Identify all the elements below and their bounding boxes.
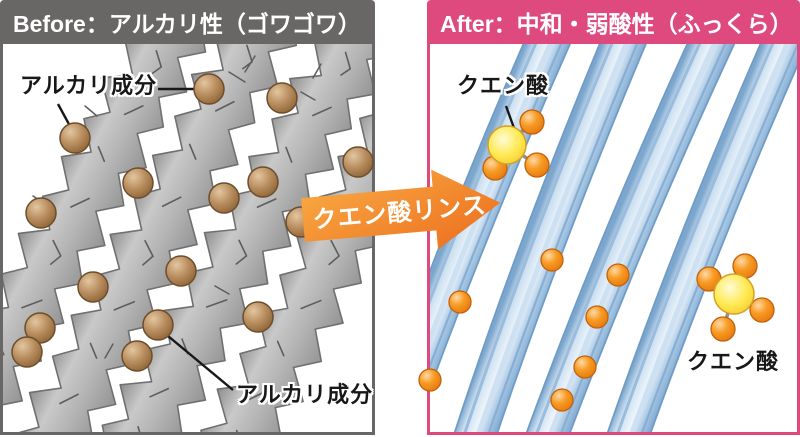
alkali-label-bottom: アルカリ成分 bbox=[236, 382, 374, 407]
rough-hair-illustration bbox=[3, 44, 372, 432]
before-header-label: Before：アルカリ性（ゴワゴワ） bbox=[13, 11, 361, 37]
after-panel-body bbox=[427, 44, 800, 435]
alkali-label-top: アルカリ成分 bbox=[20, 73, 158, 98]
after-header: After：中和・弱酸性（ふっくら） bbox=[427, 0, 800, 44]
after-panel: After：中和・弱酸性（ふっくら） bbox=[427, 0, 800, 435]
before-panel-body bbox=[0, 44, 375, 435]
citric-acid-label-bottom: クエン酸 bbox=[687, 349, 780, 374]
citric-acid-label-top: クエン酸 bbox=[457, 73, 550, 98]
after-header-label: After：中和・弱酸性（ふっくら） bbox=[440, 11, 793, 37]
before-header: Before：アルカリ性（ゴワゴワ） bbox=[0, 0, 375, 44]
before-panel: Before：アルカリ性（ゴワゴワ） bbox=[0, 0, 375, 435]
